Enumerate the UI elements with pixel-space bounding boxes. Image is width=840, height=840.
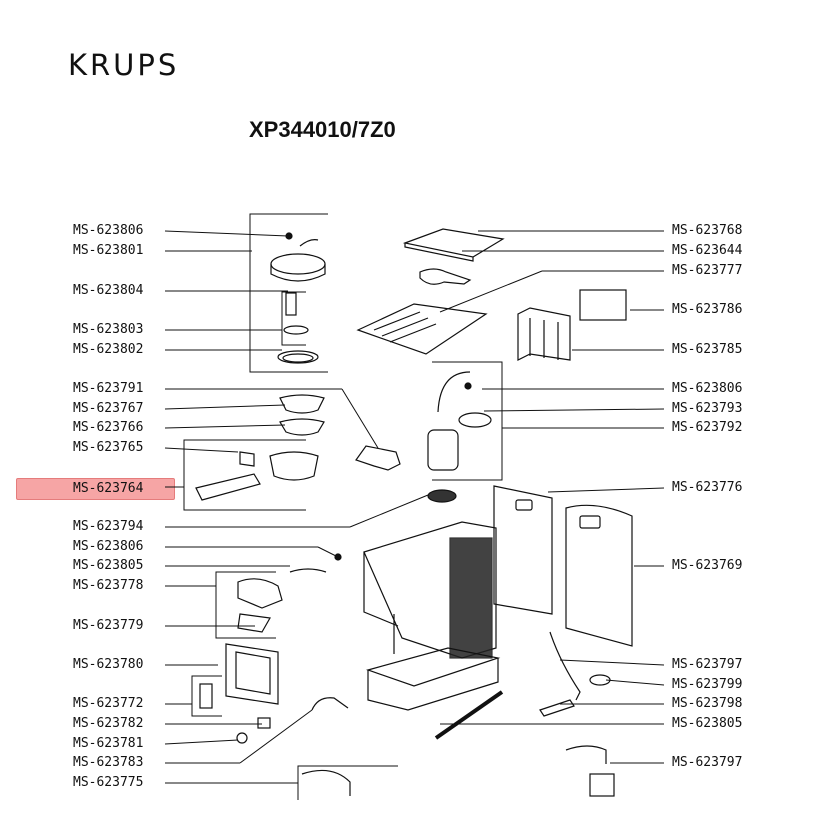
part-sketch	[285, 232, 293, 240]
part-label[interactable]: MS-623772	[73, 696, 144, 711]
part-sketch	[549, 631, 581, 701]
part-label[interactable]: MS-623793	[672, 401, 743, 416]
leader-line	[164, 424, 286, 429]
part-sketch	[434, 690, 504, 740]
leader-line	[164, 739, 239, 745]
part-label-highlighted[interactable]: MS-623764	[16, 478, 175, 500]
part-sketch	[356, 303, 488, 355]
part-label[interactable]: MS-623805	[73, 558, 144, 573]
part-label[interactable]: MS-623768	[672, 223, 743, 238]
part-sketch	[285, 292, 297, 316]
brand-logo: KRUPS	[68, 48, 180, 82]
part-sketch	[458, 412, 492, 428]
part-sketch	[539, 699, 575, 717]
part-sketch	[437, 371, 471, 413]
part-sketch	[589, 674, 611, 686]
part-sketch	[257, 717, 271, 729]
part-sketch	[279, 418, 325, 436]
part-label[interactable]: MS-623775	[73, 775, 144, 790]
part-label[interactable]: MS-623802	[73, 342, 144, 357]
part-label[interactable]: MS-623777	[672, 263, 743, 278]
part-label[interactable]: MS-623781	[73, 736, 144, 751]
part-label[interactable]: MS-623644	[672, 243, 743, 258]
part-label[interactable]: MS-623766	[73, 420, 144, 435]
part-sketch	[517, 307, 571, 361]
leader-line	[164, 230, 289, 237]
part-sketch	[283, 325, 309, 335]
part-label[interactable]: MS-623783	[73, 755, 144, 770]
part-label[interactable]: MS-623779	[73, 618, 144, 633]
leader-line	[605, 679, 665, 686]
part-sketch	[419, 268, 472, 285]
leader-line	[547, 487, 665, 493]
leader-line	[559, 659, 665, 666]
part-sketch	[579, 289, 627, 321]
part-label[interactable]: MS-623792	[672, 420, 743, 435]
leader-line	[164, 404, 286, 410]
part-label[interactable]: MS-623785	[672, 342, 743, 357]
part-sketch	[565, 745, 607, 764]
part-label[interactable]: MS-623804	[73, 283, 144, 298]
part-sketch	[565, 504, 633, 647]
part-label[interactable]: MS-623797	[672, 657, 743, 672]
part-sketch	[301, 769, 351, 796]
part-sketch	[237, 578, 283, 609]
part-label[interactable]: MS-623791	[73, 381, 144, 396]
leader-line	[349, 494, 429, 528]
part-sketch	[199, 683, 213, 709]
part-sketch	[270, 253, 326, 275]
model-number: XP344010/7Z0	[249, 117, 396, 142]
part-sketch	[225, 643, 279, 705]
part-sketch	[236, 732, 248, 744]
part-sketch	[427, 429, 459, 471]
part-sketch	[355, 445, 401, 471]
part-sketch	[269, 451, 319, 481]
leader-line	[317, 546, 339, 558]
part-sketch	[277, 350, 319, 364]
part-sketch	[279, 394, 325, 414]
part-label[interactable]: MS-623797	[672, 755, 743, 770]
leader-line	[483, 408, 665, 412]
part-sketch	[363, 521, 497, 659]
part-sketch	[195, 473, 261, 501]
part-label[interactable]: MS-623801	[73, 243, 144, 258]
leader-line	[341, 388, 379, 449]
part-sketch	[402, 228, 505, 258]
part-label[interactable]: MS-623776	[672, 480, 743, 495]
part-sketch	[365, 647, 501, 687]
part-label[interactable]: MS-623806	[73, 223, 144, 238]
part-label[interactable]: MS-623806	[672, 381, 743, 396]
part-sketch	[589, 773, 615, 797]
part-label[interactable]: MS-623778	[73, 578, 144, 593]
part-label[interactable]: MS-623767	[73, 401, 144, 416]
part-sketch	[311, 697, 349, 711]
part-label[interactable]: MS-623794	[73, 519, 144, 534]
part-sketch	[427, 489, 457, 503]
part-label[interactable]: MS-623782	[73, 716, 144, 731]
part-sketch	[237, 613, 271, 633]
part-label[interactable]: MS-623769	[672, 558, 743, 573]
part-label[interactable]: MS-623803	[73, 322, 144, 337]
part-label[interactable]: MS-623805	[672, 716, 743, 731]
part-label[interactable]: MS-623786	[672, 302, 743, 317]
part-sketch	[493, 485, 553, 615]
part-label[interactable]: MS-623806	[73, 539, 144, 554]
leader-line	[439, 270, 543, 313]
part-label[interactable]: MS-623780	[73, 657, 144, 672]
leader-line	[164, 447, 239, 453]
part-label[interactable]: MS-623799	[672, 677, 743, 692]
part-label[interactable]: MS-623798	[672, 696, 743, 711]
leader-line	[239, 709, 313, 764]
part-sketch	[239, 451, 255, 467]
part-label[interactable]: MS-623765	[73, 440, 144, 455]
